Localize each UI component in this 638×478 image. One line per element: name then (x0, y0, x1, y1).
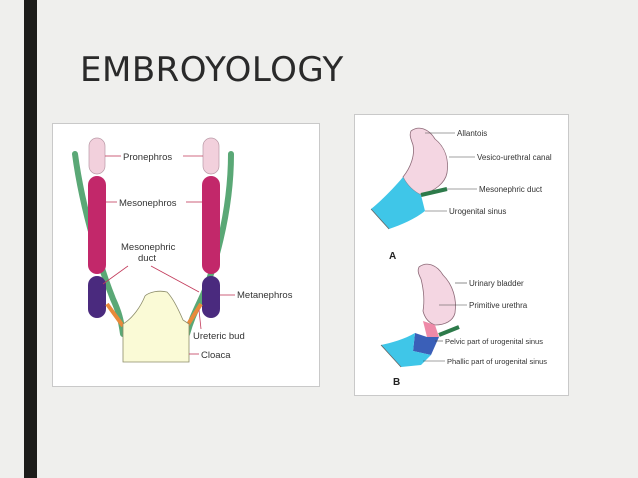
label-mesonephric-duct-line2: duct (138, 253, 156, 264)
label-vesico-urethral-canal: Vesico-urethral canal (477, 153, 552, 162)
right-metanephros (202, 276, 220, 318)
label-ureteric-bud: Ureteric bud (193, 331, 245, 342)
panel-b-primitive-urethra (423, 321, 439, 337)
kidney-development-diagram: Pronephros Mesonephros Mesonephric duct … (72, 137, 293, 363)
panel-b-bladder (417, 263, 456, 326)
label-phallic-part: Phallic part of urogenital sinus (447, 357, 547, 366)
panel-a-mesonephric-duct (420, 187, 448, 197)
label-mesonephros: Mesonephros (119, 198, 177, 209)
urogenital-sinus-figure: Allantois Vesico-urethral canal Mesoneph… (354, 114, 569, 396)
label-primitive-urethra: Primitive urethra (469, 301, 528, 310)
label-pronephros: Pronephros (123, 152, 172, 163)
kidney-development-figure: Pronephros Mesonephros Mesonephric duct … (52, 123, 320, 387)
label-urogenital-sinus: Urogenital sinus (449, 207, 506, 216)
label-allantois: Allantois (457, 129, 487, 138)
panel-a-bladder (402, 127, 448, 196)
right-ureteric-bud (185, 302, 203, 328)
left-pronephros (88, 137, 106, 175)
panel-a: Allantois Vesico-urethral canal Mesoneph… (370, 127, 552, 262)
label-mesonephric-duct-line1: Mesonephric (121, 242, 176, 253)
label-pelvic-part: Pelvic part of urogenital sinus (445, 337, 543, 346)
panel-b: Urinary bladder Primitive urethra Pelvic… (380, 263, 547, 388)
left-metanephros (88, 276, 106, 318)
slide-accent-bar (24, 0, 37, 478)
left-ureteric-bud (105, 302, 125, 328)
label-metanephros: Metanephros (237, 290, 293, 301)
right-pronephros (202, 137, 220, 175)
right-mesonephros (202, 176, 220, 274)
panel-b-letter: B (393, 377, 400, 388)
cloaca-shape (122, 290, 190, 363)
panel-b-mesonephric-duct (438, 325, 460, 337)
slide-title: EMBROYOLOGY (80, 50, 344, 90)
panel-a-letter: A (389, 251, 396, 262)
label-mesonephric-duct-a: Mesonephric duct (479, 185, 543, 194)
left-mesonephros (88, 176, 106, 274)
panel-b-pelvic-part (413, 333, 439, 355)
urogenital-sinus-diagram: Allantois Vesico-urethral canal Mesoneph… (370, 127, 552, 388)
label-urinary-bladder: Urinary bladder (469, 279, 524, 288)
panel-a-urogenital-sinus (371, 177, 425, 229)
label-cloaca: Cloaca (201, 350, 231, 361)
